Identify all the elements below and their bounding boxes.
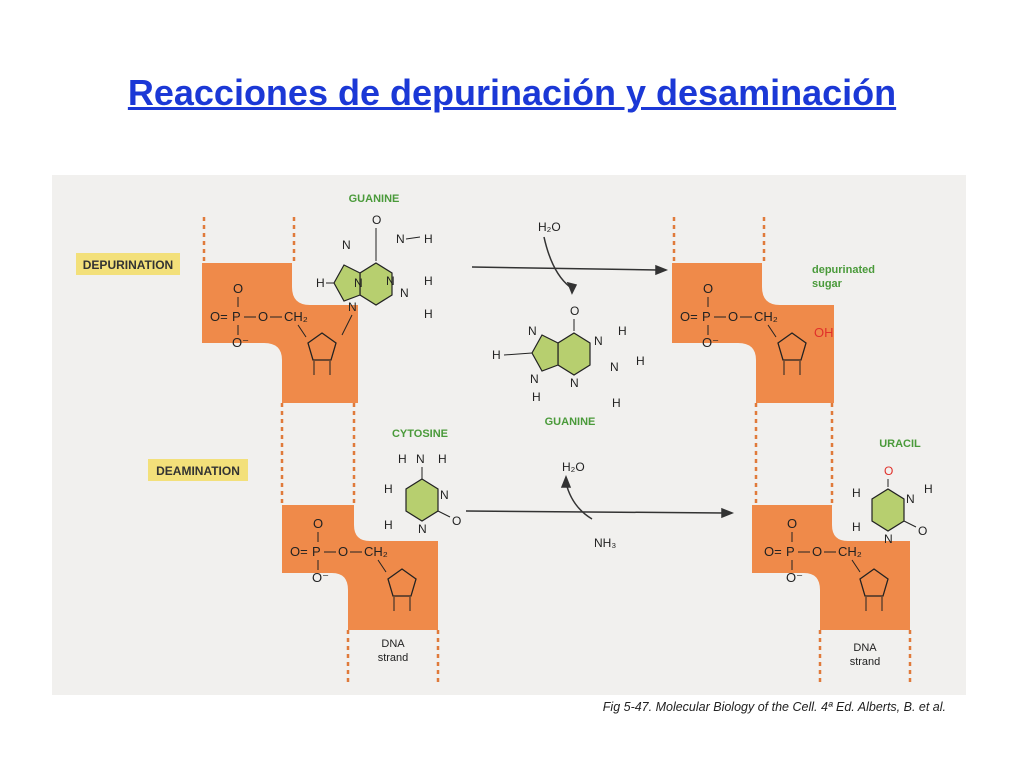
- svg-text:O: O: [787, 516, 797, 531]
- svg-text:P: P: [312, 544, 321, 559]
- svg-text:O: O: [313, 516, 323, 531]
- deamination-label: DEAMINATION: [156, 464, 240, 478]
- ammonia-byproduct: NH₃: [594, 536, 616, 550]
- svg-text:N: N: [594, 334, 603, 348]
- svg-text:N: N: [570, 376, 579, 390]
- svg-text:N: N: [610, 360, 619, 374]
- svg-text:P: P: [702, 309, 711, 324]
- svg-text:CYTOSINE: CYTOSINE: [392, 428, 448, 440]
- svg-text:O⁻: O⁻: [786, 570, 803, 585]
- svg-text:P: P: [786, 544, 795, 559]
- svg-text:H: H: [636, 354, 645, 368]
- svg-text:H: H: [852, 486, 861, 500]
- strand-block-bottom-left: [282, 505, 438, 630]
- svg-text:O: O: [884, 464, 893, 478]
- strand-block-top-left: [202, 263, 358, 403]
- depurination-label: DEPURINATION: [83, 258, 173, 272]
- dna-strand-label-right-1: DNA: [853, 642, 877, 654]
- svg-text:O: O: [570, 304, 579, 318]
- phosphate-sugar-top-left: O O= P O CH₂ O⁻: [210, 281, 337, 375]
- svg-text:CH₂: CH₂: [754, 309, 778, 324]
- svg-text:O: O: [233, 281, 243, 296]
- svg-text:O⁻: O⁻: [702, 335, 719, 350]
- svg-text:O: O: [372, 213, 381, 227]
- svg-text:H: H: [492, 348, 501, 362]
- dashed-strand-guides: [202, 217, 912, 685]
- svg-text:N: N: [400, 286, 409, 300]
- svg-text:URACIL: URACIL: [879, 438, 921, 450]
- svg-text:N: N: [418, 522, 427, 536]
- svg-text:O=: O=: [210, 309, 228, 324]
- svg-text:H: H: [424, 274, 433, 288]
- strand-blocks: [202, 263, 910, 630]
- svg-text:H: H: [384, 482, 393, 496]
- svg-text:H: H: [384, 518, 393, 532]
- figure-svg: O O= P O CH₂ O⁻ O O= P O CH₂ O⁻ OH O O=: [76, 193, 933, 685]
- water-reagent-bottom: H₂O: [562, 460, 585, 474]
- svg-text:CH₂: CH₂: [838, 544, 862, 559]
- svg-text:GUANINE: GUANINE: [545, 416, 596, 428]
- svg-text:H: H: [618, 324, 627, 338]
- deamination-arrow: [465, 474, 735, 520]
- figure-caption: Fig 5-47. Molecular Biology of the Cell.…: [602, 700, 946, 714]
- svg-text:CH₂: CH₂: [284, 309, 308, 324]
- svg-text:N: N: [440, 488, 449, 502]
- svg-text:N: N: [342, 238, 351, 252]
- svg-text:O=: O=: [290, 544, 308, 559]
- guanine-released: O N H N H H N H N H N GUANINE: [492, 304, 645, 428]
- cytosine-attached: CYTOSINE H N H H H N N O: [384, 428, 461, 536]
- svg-text:CH₂: CH₂: [364, 544, 388, 559]
- svg-text:H: H: [316, 276, 325, 290]
- svg-text:H: H: [852, 520, 861, 534]
- svg-text:N: N: [386, 274, 395, 288]
- svg-text:O⁻: O⁻: [232, 335, 249, 350]
- dna-strand-label-left-2: strand: [378, 652, 409, 664]
- svg-text:N: N: [530, 372, 539, 386]
- water-reagent-top: H₂O: [538, 220, 561, 234]
- uracil-product: URACIL O H H N H N O: [852, 438, 933, 546]
- guanine-attached: GUANINE O N H N H H N H N N N: [316, 193, 433, 336]
- hydroxyl-group: OH: [814, 325, 834, 340]
- phosphate-sugar-bottom-left: O O= P O CH₂ O⁻: [290, 516, 417, 611]
- svg-text:H: H: [424, 232, 433, 246]
- svg-text:N: N: [354, 276, 363, 290]
- svg-text:O: O: [338, 544, 348, 559]
- svg-text:O: O: [728, 309, 738, 324]
- depurinated-sugar-label-2: sugar: [812, 278, 843, 290]
- svg-text:N: N: [416, 452, 425, 466]
- svg-text:O: O: [258, 309, 268, 324]
- svg-text:O⁻: O⁻: [312, 570, 329, 585]
- svg-text:H: H: [424, 307, 433, 321]
- svg-text:O=: O=: [764, 544, 782, 559]
- dna-strand-label-right-2: strand: [850, 656, 881, 668]
- svg-text:H: H: [924, 482, 933, 496]
- svg-text:O=: O=: [680, 309, 698, 324]
- depurination-deamination-figure: O O= P O CH₂ O⁻ O O= P O CH₂ O⁻ OH O O=: [52, 175, 966, 695]
- svg-text:GUANINE: GUANINE: [349, 193, 400, 205]
- svg-text:O: O: [812, 544, 822, 559]
- svg-text:N: N: [528, 324, 537, 338]
- svg-text:H: H: [612, 396, 621, 410]
- dna-strand-label-left-1: DNA: [381, 638, 405, 650]
- svg-text:N: N: [906, 492, 915, 506]
- strand-block-top-right: [672, 263, 834, 403]
- svg-text:P: P: [232, 309, 241, 324]
- depurination-arrow: [471, 236, 669, 295]
- phosphate-sugar-top-right: O O= P O CH₂ O⁻ OH: [680, 281, 834, 375]
- svg-text:N: N: [348, 300, 357, 314]
- phosphate-sugar-bottom-right: O O= P O CH₂ O⁻: [764, 516, 889, 611]
- svg-text:O: O: [918, 524, 927, 538]
- svg-text:H: H: [398, 452, 407, 466]
- svg-text:N: N: [884, 532, 893, 546]
- svg-text:N: N: [396, 232, 405, 246]
- svg-text:O: O: [452, 514, 461, 528]
- reaction-labels: DEPURINATION DEAMINATION: [76, 253, 248, 481]
- svg-text:O: O: [703, 281, 713, 296]
- svg-text:H: H: [532, 390, 541, 404]
- depurinated-sugar-label-1: depurinated: [812, 264, 875, 276]
- svg-text:H: H: [438, 452, 447, 466]
- slide-title: Reacciones de depurinación y desaminació…: [127, 72, 897, 113]
